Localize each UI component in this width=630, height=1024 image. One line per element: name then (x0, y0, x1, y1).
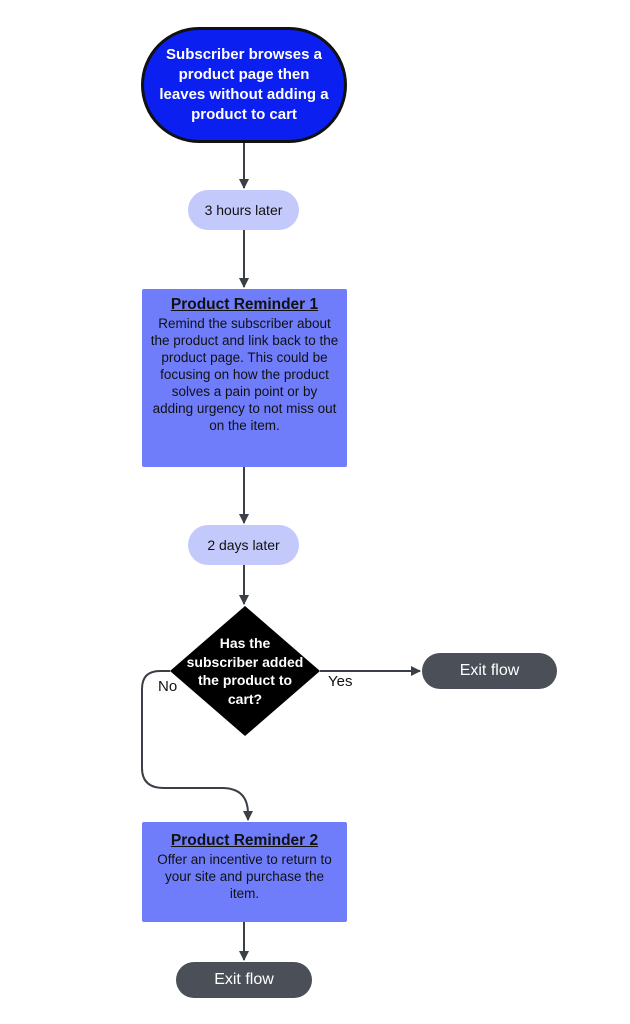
delay-node-3-hours: 3 hours later (188, 190, 299, 230)
start-node: Subscriber browses a product page then l… (141, 27, 347, 143)
reminder-1-body: Remind the subscriber about the product … (150, 316, 339, 433)
decision-label: Has the subscriber added the product to … (186, 635, 304, 707)
reminder-2-title: Product Reminder 2 (170, 832, 319, 849)
reminder-1-title: Product Reminder 1 (170, 296, 319, 313)
reminder-2-body: Offer an incentive to return to your sit… (157, 852, 332, 901)
connector-no-to-reminder2 (141, 670, 253, 821)
decision-diamond (170, 606, 320, 736)
exit-flow-node-yes: Exit flow (422, 653, 557, 689)
product-reminder-2-node: Product Reminder 2 Offer an incentive to… (142, 822, 347, 922)
delay-node-2-days: 2 days later (188, 525, 299, 565)
no-branch-label: No (158, 678, 178, 695)
product-reminder-1-node: Product Reminder 1 Remind the subscriber… (142, 289, 347, 467)
exit-flow-node-end: Exit flow (176, 962, 312, 998)
yes-branch-label: Yes (328, 673, 353, 690)
